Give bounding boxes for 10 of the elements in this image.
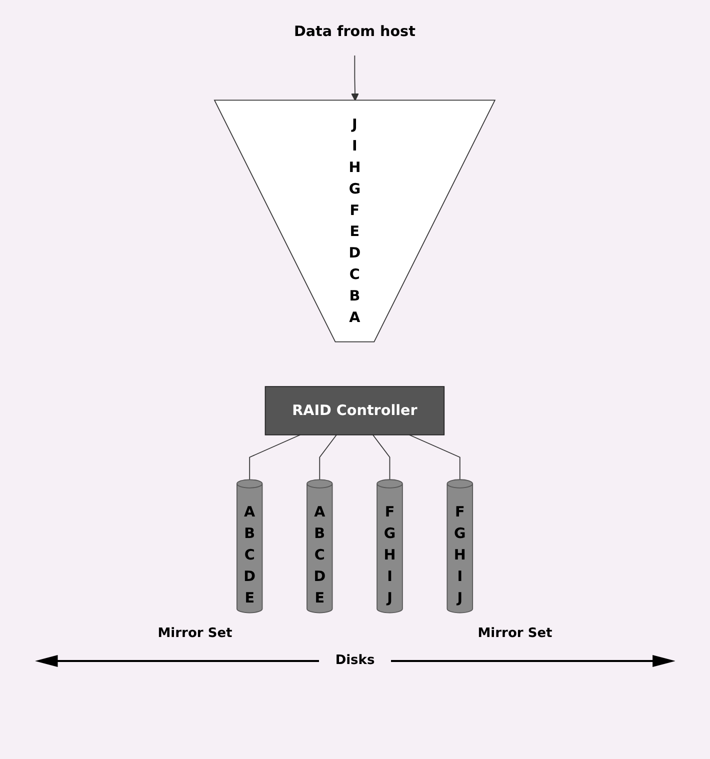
axis-label: Disks: [335, 653, 375, 668]
node-text: Data from host: [294, 22, 416, 40]
connector: [320, 434, 338, 480]
connector: [249, 434, 301, 480]
arrow: [351, 55, 360, 102]
node-box: RAID Controller: [265, 386, 445, 436]
connector: [409, 434, 461, 480]
mirror-set-label: Mirror Set: [478, 626, 552, 641]
connector: [372, 434, 390, 480]
mirror-set-label: Mirror Set: [158, 626, 232, 641]
